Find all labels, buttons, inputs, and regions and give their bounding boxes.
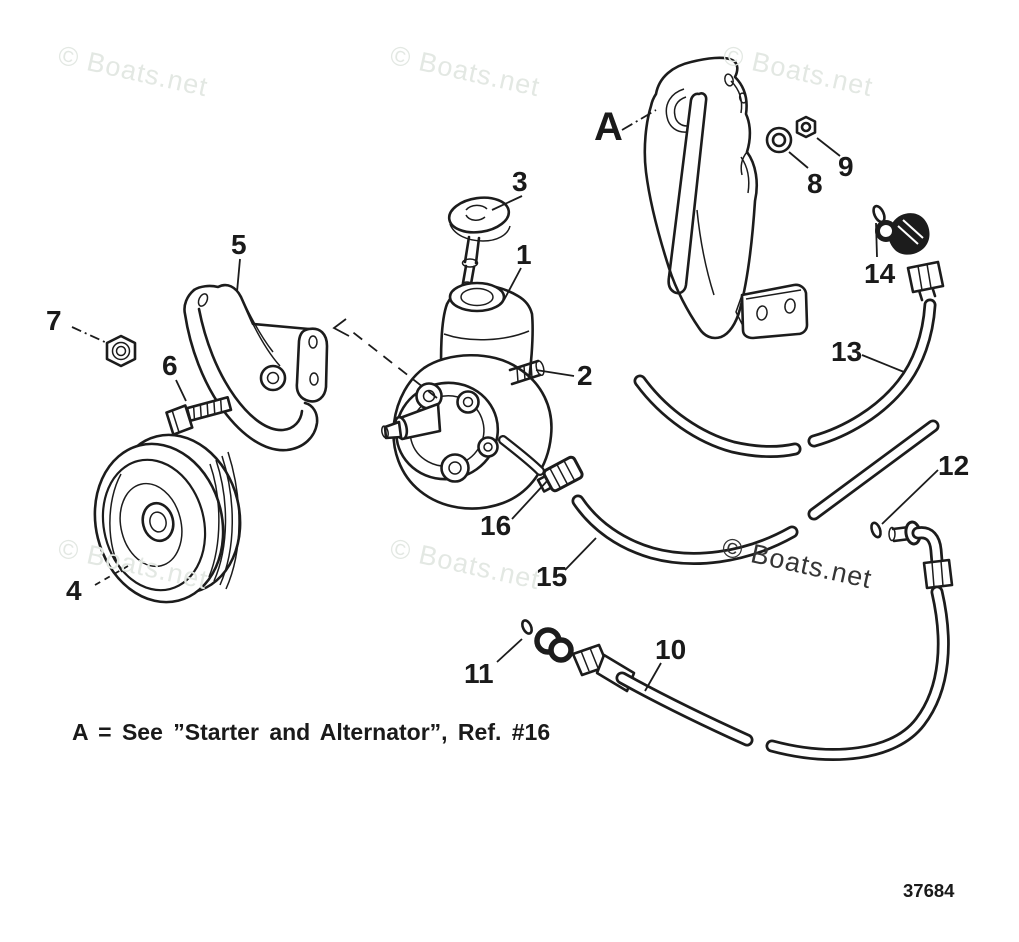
nut-9-drawing [795,115,817,139]
clip-14-drawing [872,204,886,224]
callout-14: 14 [864,258,896,289]
callout-10: 10 [655,634,687,665]
pump-bracket-5-drawing [183,283,329,452]
hose-13-drawing [633,213,945,458]
power-steering-pump-drawing [381,281,553,510]
pulley-drawing [93,433,242,604]
hose-section-drawing [807,419,940,521]
elbow-fitting-12-drawing [888,520,954,590]
callout-3: 3 [512,166,528,197]
callout-a: A [594,105,623,149]
callout-leader-lines [71,109,939,692]
nut-7-drawing [105,334,137,368]
callout-1: 1 [516,239,532,270]
callout-6: 6 [162,350,178,381]
fitting-2-drawing [508,359,545,386]
fitting-16-drawing [536,455,584,493]
bolt-6-drawing [165,395,233,436]
reservoir-cap-drawing [447,196,511,289]
hose-15-drawing [571,494,799,565]
hose-10-drawing [534,627,754,747]
mounting-bracket-a-drawing [643,56,809,340]
diagram-caption: A = See ”Starter and Alternator”, Ref. #… [72,719,551,745]
washer-8-drawing [765,126,793,154]
callout-2: 2 [577,360,593,391]
callout-16: 16 [480,510,512,541]
callout-8: 8 [807,168,823,199]
hose-lower-right-drawing [765,585,950,761]
document-number: 37684 [903,880,955,901]
clip-11-drawing [521,619,533,635]
callout-13: 13 [831,336,863,367]
callout-4: 4 [66,575,82,606]
callout-7: 7 [46,305,62,336]
clip-12-drawing [870,521,882,539]
callout-5: 5 [231,229,247,260]
callout-11: 11 [464,658,494,689]
callout-9: 9 [838,151,854,182]
callout-15: 15 [536,561,568,592]
callout-12: 12 [938,450,970,481]
